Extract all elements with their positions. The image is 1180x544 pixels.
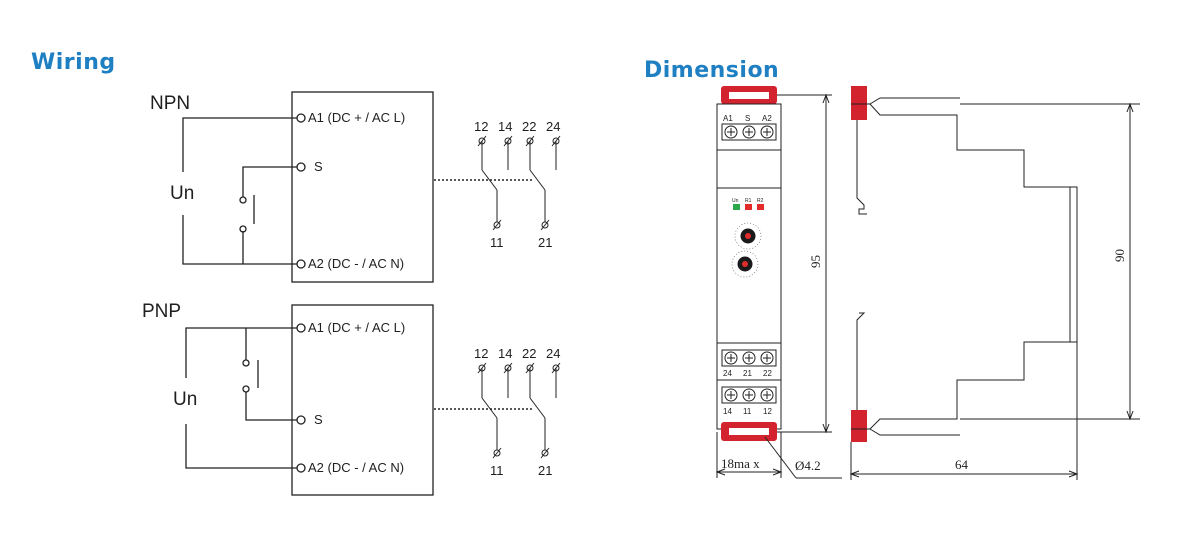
npn-switch-contact xyxy=(239,196,247,204)
side-profile-outline xyxy=(851,103,1078,430)
pnp-s-terminal xyxy=(296,415,306,425)
npn-relay-box xyxy=(291,91,434,283)
npn-s-label: S xyxy=(314,159,323,174)
npn-a2-terminal xyxy=(296,259,306,269)
led-r1 xyxy=(745,204,752,210)
pnp-a2-terminal xyxy=(296,463,306,473)
led-r2 xyxy=(757,204,764,210)
pnp-contact-set-2 xyxy=(529,368,557,450)
height-dimension-front xyxy=(777,93,832,434)
top-terminal-screws xyxy=(721,123,777,141)
time-range-knob xyxy=(734,222,762,250)
pnp-switch-contact xyxy=(242,385,250,393)
depth-dimension-side xyxy=(849,342,1079,480)
pnp-supply-label: Un xyxy=(173,389,197,410)
pnp-a1-label: A1 (DC + / AC L) xyxy=(308,320,405,335)
front-terminal-a2: A2 xyxy=(762,114,772,123)
pnp-contact-14: 14 xyxy=(498,346,512,361)
wiring-heading: Wiring xyxy=(31,50,116,75)
pnp-wiring-diagram: PNP A1 (DC + / AC L) S A2 (DC - / AC N) … xyxy=(142,301,561,496)
height-90-label: 90 xyxy=(1112,249,1127,262)
side-top-clip xyxy=(851,86,867,120)
npn-title: NPN xyxy=(150,93,190,114)
npn-terminal-marks xyxy=(477,135,561,231)
npn-supply-label: Un xyxy=(170,183,194,204)
front-terminal-12: 12 xyxy=(763,407,772,416)
npn-contact-22: 22 xyxy=(522,119,536,134)
npn-a1-terminal xyxy=(296,113,306,123)
front-terminal-11: 11 xyxy=(743,407,752,416)
npn-wiring-diagram: NPN A1 (DC + / AC L) S A2 (DC - / AC N) … xyxy=(150,91,561,283)
pnp-switch-contact xyxy=(242,359,250,367)
pnp-switch-wire xyxy=(245,328,297,421)
front-terminal-24: 24 xyxy=(723,369,732,378)
npn-contact-14: 14 xyxy=(498,119,512,134)
pnp-a1-terminal xyxy=(296,323,306,333)
pnp-contact-set-1 xyxy=(481,368,509,450)
led-un xyxy=(733,204,740,210)
npn-a2-label: A2 (DC - / AC N) xyxy=(308,256,404,271)
pnp-contact-12: 12 xyxy=(474,346,488,361)
led-label-un: Un xyxy=(732,198,739,204)
bottom-clip-slot xyxy=(729,428,769,435)
pnp-contact-22: 22 xyxy=(522,346,536,361)
pnp-supply-wire xyxy=(185,327,297,469)
height-dimension-side xyxy=(960,102,1140,421)
npn-contact-set-1 xyxy=(481,141,509,222)
pnp-contact-11: 11 xyxy=(490,463,504,478)
side-view-drawing: 90 64 xyxy=(849,86,1140,480)
top-clip-slot xyxy=(729,92,769,99)
pnp-relay-box xyxy=(291,304,434,496)
npn-switch-contact xyxy=(239,225,247,233)
pnp-s-label: S xyxy=(314,412,323,427)
lower-terminal-screws-1 xyxy=(721,349,777,367)
front-terminal-21: 21 xyxy=(743,369,752,378)
pnp-a2-label: A2 (DC - / AC N) xyxy=(308,460,404,475)
npn-contact-21: 21 xyxy=(538,235,552,250)
npn-s-terminal xyxy=(296,162,306,172)
npn-a1-label: A1 (DC + / AC L) xyxy=(308,110,405,125)
npn-contact-set-2 xyxy=(529,141,557,222)
time-adjust-knob xyxy=(731,250,759,278)
pnp-terminal-marks xyxy=(477,362,561,459)
dimension-heading: Dimension xyxy=(644,58,780,83)
pnp-contact-21: 21 xyxy=(538,463,552,478)
pnp-contact-24: 24 xyxy=(546,346,560,361)
lower-terminal-screws-2 xyxy=(721,386,777,404)
npn-contact-24: 24 xyxy=(546,119,560,134)
front-terminal-22: 22 xyxy=(763,369,772,378)
npn-supply-wire xyxy=(182,117,297,265)
width-18-label: 18ma x xyxy=(721,456,760,471)
front-view-drawing: A1 S A2 Un R1 R2 xyxy=(715,86,842,479)
npn-contact-12: 12 xyxy=(474,119,488,134)
front-terminal-a1: A1 xyxy=(723,114,733,123)
hole-diameter-label: Ø4.2 xyxy=(795,458,821,473)
width-dimension-front xyxy=(715,432,842,479)
depth-64-label: 64 xyxy=(955,457,969,472)
led-label-r2: R2 xyxy=(757,198,764,204)
height-95-label: 95 xyxy=(808,255,823,268)
npn-switch-wire xyxy=(242,166,297,264)
pnp-title: PNP xyxy=(142,301,181,322)
front-terminal-s: S xyxy=(745,114,750,123)
npn-contact-11: 11 xyxy=(490,235,504,250)
front-terminal-14: 14 xyxy=(723,407,732,416)
side-bottom-clip xyxy=(851,410,867,442)
led-label-r1: R1 xyxy=(745,198,752,204)
